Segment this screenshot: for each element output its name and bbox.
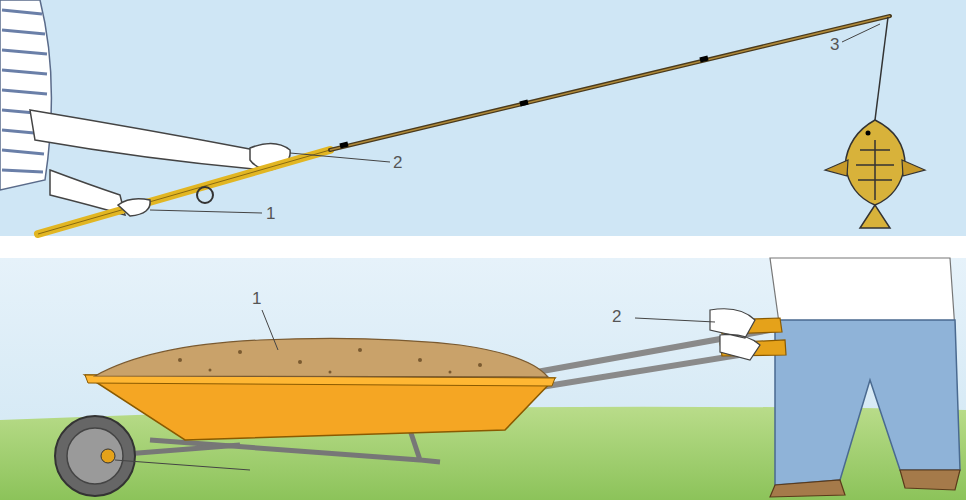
leader-line — [635, 318, 715, 322]
callout-number: 2 — [393, 154, 402, 171]
rod-highlight — [330, 16, 890, 150]
shirt-stripes — [2, 10, 47, 172]
sky-panel — [0, 0, 966, 236]
shoes — [770, 470, 960, 497]
fish-eye — [866, 131, 871, 136]
hand-lower — [118, 199, 150, 216]
rod-joints — [340, 58, 708, 146]
shirt — [0, 0, 51, 190]
reel — [197, 187, 213, 203]
fish-markings — [856, 140, 894, 200]
leader-line — [842, 24, 880, 42]
leader-line — [290, 153, 390, 162]
wheel-axle — [101, 449, 115, 463]
callout-number: 2 — [612, 308, 621, 325]
leader-line — [262, 310, 278, 350]
callout-number: 1 — [252, 290, 261, 307]
sand-load — [95, 338, 548, 377]
tray — [85, 375, 555, 440]
fishing-rod — [330, 16, 890, 150]
wheel — [55, 416, 135, 496]
sand-grains — [178, 348, 482, 374]
rod-handle — [38, 150, 330, 234]
fishing-line — [875, 17, 888, 120]
rod-handle-edge — [38, 150, 330, 234]
wheel-rim — [67, 428, 123, 484]
callout-number: 3 — [830, 36, 839, 53]
fish-tail — [860, 205, 890, 228]
callout-number: 1 — [266, 205, 275, 222]
hands — [710, 309, 760, 360]
sky-panel — [0, 258, 966, 500]
jeans — [775, 320, 960, 485]
arm — [30, 110, 265, 170]
shirt — [770, 258, 955, 330]
leader-line — [115, 460, 250, 470]
fish-body — [845, 120, 905, 205]
leader-line — [150, 210, 262, 213]
